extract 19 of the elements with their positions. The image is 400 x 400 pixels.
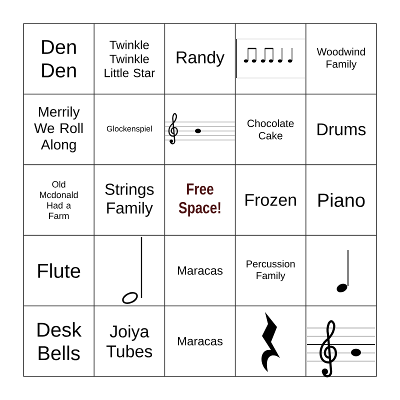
square-label: Maracas (178, 337, 223, 346)
square-label: Desk Bells (38, 322, 82, 360)
square-label: Chocolate Cake (248, 119, 294, 140)
square-label: Old Mcdonald Had a Farm (40, 180, 78, 220)
square-label: Drums (318, 123, 366, 136)
square-label: Frozen (246, 194, 296, 206)
square-label: Randy (176, 50, 225, 67)
square-label: Twinkle Twinkle Little Star (104, 40, 155, 78)
square-label: Den Den (42, 40, 76, 78)
square-label: Strings Family (105, 183, 154, 217)
square-label: Maracas (178, 266, 223, 275)
square-label: Piano (318, 193, 365, 207)
square-label: Merrily We Roll Along (34, 106, 83, 152)
free-space-label: Free Space! (178, 184, 220, 217)
square-label: Percussion Family (246, 260, 295, 282)
square-label: Woodwind Family (316, 48, 365, 70)
square-label: Flute (38, 263, 80, 278)
square-label: Joiya Tubes (106, 325, 152, 358)
square-label: Glockenspiel (106, 126, 152, 134)
